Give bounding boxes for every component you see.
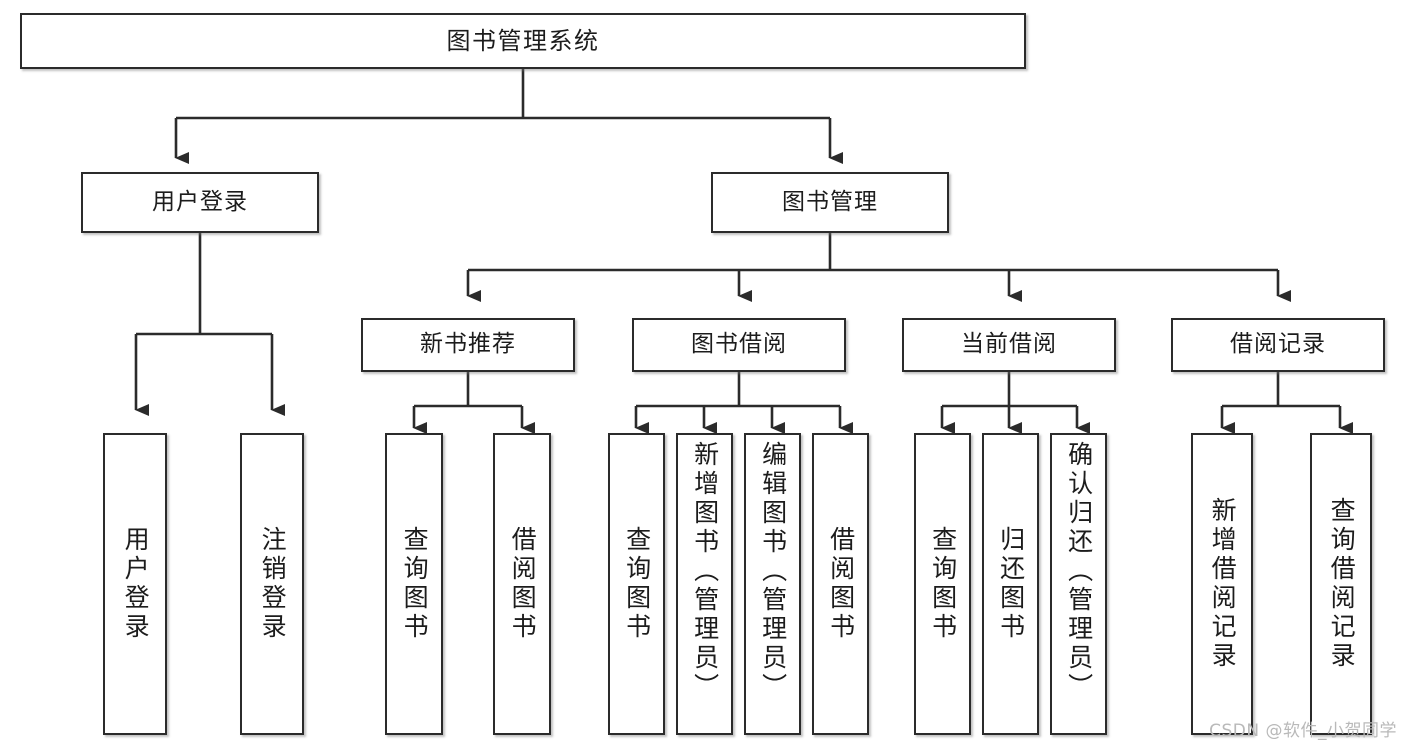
leaf-borrow-record-add-record[interactable]: 新增借阅记录 [1191,433,1253,735]
node-label: 归还图书 [996,526,1026,642]
node-label: 查询图书 [622,526,652,642]
leaf-current-borrow-return-book[interactable]: 归还图书 [982,433,1039,735]
node-root-book-management-system[interactable]: 图书管理系统 [20,13,1026,69]
node-label: 确认归还（管理员） [1064,441,1094,702]
leaf-user-login-login[interactable]: 用户登录 [103,433,167,735]
leaf-book-borrow-add-book-admin[interactable]: 新增图书（管理员） [676,433,733,735]
node-borrowing-record[interactable]: 借阅记录 [1171,318,1385,372]
node-label: 新增图书（管理员） [690,441,720,702]
node-label: 查询借阅记录 [1327,497,1357,671]
node-label: 编辑图书（管理员） [758,441,788,702]
leaf-book-borrow-query-book[interactable]: 查询图书 [608,433,665,735]
node-label: 新增借阅记录 [1208,497,1238,671]
node-label: 图书管理系统 [446,26,600,55]
leaf-current-borrow-confirm-return-admin[interactable]: 确认归还（管理员） [1050,433,1107,735]
leaf-new-book-borrow-book[interactable]: 借阅图书 [493,433,551,735]
node-book-management[interactable]: 图书管理 [711,172,949,233]
node-label: 新书推荐 [420,331,516,358]
node-label: 图书借阅 [691,331,787,358]
node-label: 借阅图书 [826,526,856,642]
node-label: 借阅图书 [508,526,538,642]
node-label: 用户登录 [152,188,248,215]
node-new-book-recommendation[interactable]: 新书推荐 [361,318,575,372]
leaf-borrow-record-query-record[interactable]: 查询借阅记录 [1310,433,1372,735]
leaf-user-login-logout[interactable]: 注销登录 [240,433,304,735]
leaf-new-book-query-book[interactable]: 查询图书 [385,433,443,735]
leaf-book-borrow-borrow-book[interactable]: 借阅图书 [812,433,869,735]
node-label: 查询图书 [928,526,958,642]
node-label: 查询图书 [400,526,430,642]
node-user-login[interactable]: 用户登录 [81,172,319,233]
node-label: 借阅记录 [1230,331,1326,358]
node-label: 用户登录 [121,526,151,642]
node-label: 当前借阅 [961,331,1057,358]
node-label: 注销登录 [258,526,288,642]
leaf-book-borrow-edit-book-admin[interactable]: 编辑图书（管理员） [744,433,801,735]
node-book-borrowing[interactable]: 图书借阅 [632,318,846,372]
leaf-current-borrow-query-book[interactable]: 查询图书 [914,433,971,735]
node-current-borrowing[interactable]: 当前借阅 [902,318,1116,372]
csdn-watermark: CSDN @软件_小贺同学 [1209,721,1397,741]
node-label: 图书管理 [782,188,878,215]
